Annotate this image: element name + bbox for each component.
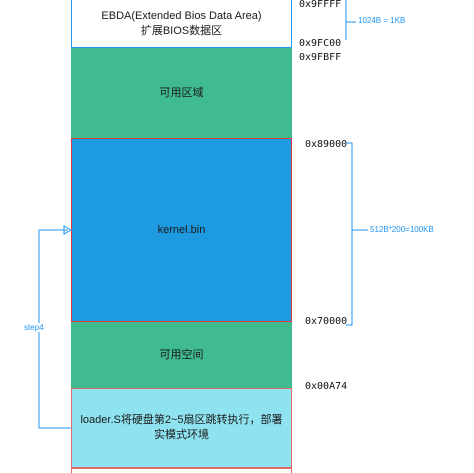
step4-arrowhead	[63, 225, 73, 235]
step4-label: step4	[24, 323, 44, 332]
kernel-block: kernel.bin	[71, 138, 292, 322]
ebda-subtitle: 扩展BIOS数据区	[140, 24, 223, 37]
loader-line1: loader.S将硬盘第2~5扇区跳转执行，部署	[80, 414, 283, 426]
kernel-label: kernel.bin	[157, 223, 206, 236]
available-area-block: 可用区域	[71, 48, 292, 138]
kernel-size-label: 512B*200=100KB	[370, 225, 434, 234]
address-label: 0x9FC00	[299, 38, 342, 49]
available-space-label: 可用空间	[159, 348, 204, 361]
ebda-title: EBDA(Extended Bios Data Area)	[101, 9, 262, 22]
loader-line2: 实模式环境	[154, 429, 209, 441]
bottom-block	[71, 468, 292, 473]
kernel-size-bracket	[346, 142, 353, 326]
address-label: 0x9FBFF	[299, 52, 342, 63]
available-space-block: 可用空间	[71, 322, 292, 388]
address-label: 0x9FFFF	[299, 0, 342, 10]
address-label: 0x00A74	[305, 381, 348, 392]
ebda-block: EBDA(Extended Bios Data Area) 扩展BIOS数据区	[71, 0, 292, 48]
available-area-label: 可用区域	[159, 86, 204, 99]
address-label: 0x70000	[305, 316, 348, 327]
loader-block: loader.S将硬盘第2~5扇区跳转执行，部署 实模式环境	[71, 388, 292, 468]
address-label: 0x89000	[305, 139, 348, 150]
ebda-size-label: 1024B = 1KB	[358, 16, 406, 25]
